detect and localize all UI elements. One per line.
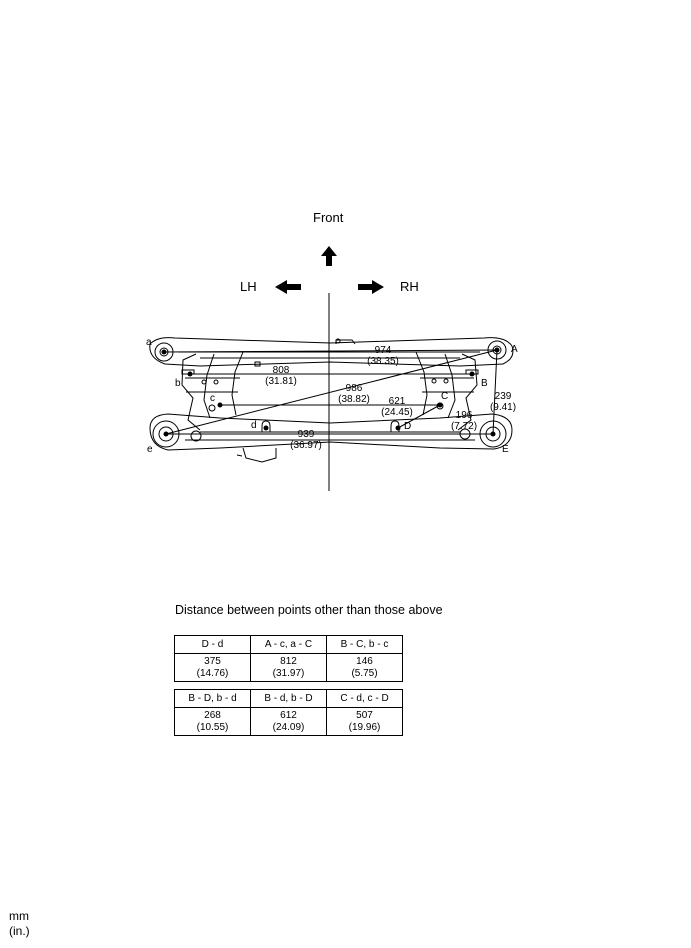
- table-header: B - C, b - c: [326, 635, 403, 654]
- value-in: (10.55): [196, 721, 229, 733]
- unit-in: (in.): [9, 924, 30, 938]
- dim-bB-in: (31.81): [265, 376, 297, 387]
- dim-cC-mm: 621: [389, 396, 406, 407]
- right-arrow-icon: [358, 280, 384, 294]
- table-header: B - D, b - d: [174, 689, 251, 708]
- dim-bB-mm: 808: [273, 365, 290, 376]
- subframe-body: [149, 337, 514, 463]
- unit-mm: mm: [9, 909, 29, 923]
- point-label-d: d: [251, 420, 257, 431]
- value-in: (19.96): [348, 721, 381, 733]
- table-cell: 507(19.96): [326, 707, 403, 736]
- value-mm: 812: [280, 655, 297, 667]
- measurement-points: [161, 347, 500, 437]
- point-label-b: b: [175, 378, 181, 389]
- dim-eE-mm: 939: [298, 429, 315, 440]
- point-label-c: c: [210, 393, 215, 404]
- dim-AE-in: (9.41): [490, 402, 516, 413]
- table-header: C - d, c - D: [326, 689, 403, 708]
- left-arrow-icon: [275, 280, 301, 294]
- value-mm: 612: [280, 709, 297, 721]
- dim-eA-mm: 986: [346, 383, 363, 394]
- table-title: Distance between points other than those…: [175, 603, 443, 617]
- value-in: (31.97): [272, 667, 305, 679]
- table-cell: 612(24.09): [250, 707, 327, 736]
- dim-eE-in: (36.97): [290, 440, 322, 451]
- dimension-labels: 974 (38.35) 808 (31.81) 986 (38.82) 621 …: [265, 345, 516, 451]
- dim-CD-mm: 196: [456, 410, 473, 421]
- point-label-D: D: [404, 421, 411, 432]
- table-cell: 268(10.55): [174, 707, 251, 736]
- table-header: B - d, b - D: [250, 689, 327, 708]
- distance-table-1: D - d A - c, a - C B - C, b - c 375(14.7…: [174, 635, 403, 682]
- front-arrow-icon: [321, 246, 337, 266]
- rh-label: RH: [400, 279, 419, 294]
- point-label-B: B: [481, 378, 488, 389]
- table-header: D - d: [174, 635, 251, 654]
- point-label-C: C: [441, 391, 448, 402]
- point-labels: a b c d e A B C D E: [146, 337, 518, 455]
- dim-eA-in: (38.82): [338, 394, 370, 405]
- point-label-a: a: [146, 337, 152, 348]
- value-mm: 507: [356, 709, 373, 721]
- value-in: (24.09): [272, 721, 305, 733]
- table-cell: 146(5.75): [326, 653, 403, 682]
- value-in: (14.76): [196, 667, 229, 679]
- value-mm: 146: [356, 655, 373, 667]
- value-mm: 268: [204, 709, 221, 721]
- lh-label: LH: [240, 279, 257, 294]
- value-mm: 375: [204, 655, 221, 667]
- dim-AE-mm: 239: [495, 391, 512, 402]
- dim-aA-mm: 974: [375, 345, 392, 356]
- point-label-e: e: [147, 444, 153, 455]
- table-cell: 375(14.76): [174, 653, 251, 682]
- distance-table-2: B - D, b - d B - d, b - D C - d, c - D 2…: [174, 689, 403, 736]
- front-label: Front: [313, 210, 344, 225]
- table-header: A - c, a - C: [250, 635, 327, 654]
- table-cell: 812(31.97): [250, 653, 327, 682]
- dim-CD-in: (7.72): [451, 421, 477, 432]
- point-label-E: E: [502, 444, 509, 455]
- dim-aA-in: (38.35): [367, 356, 399, 367]
- dim-cC-in: (24.45): [381, 407, 413, 418]
- value-in: (5.75): [351, 667, 378, 679]
- point-label-A: A: [511, 344, 518, 355]
- measurement-lines: [163, 349, 498, 435]
